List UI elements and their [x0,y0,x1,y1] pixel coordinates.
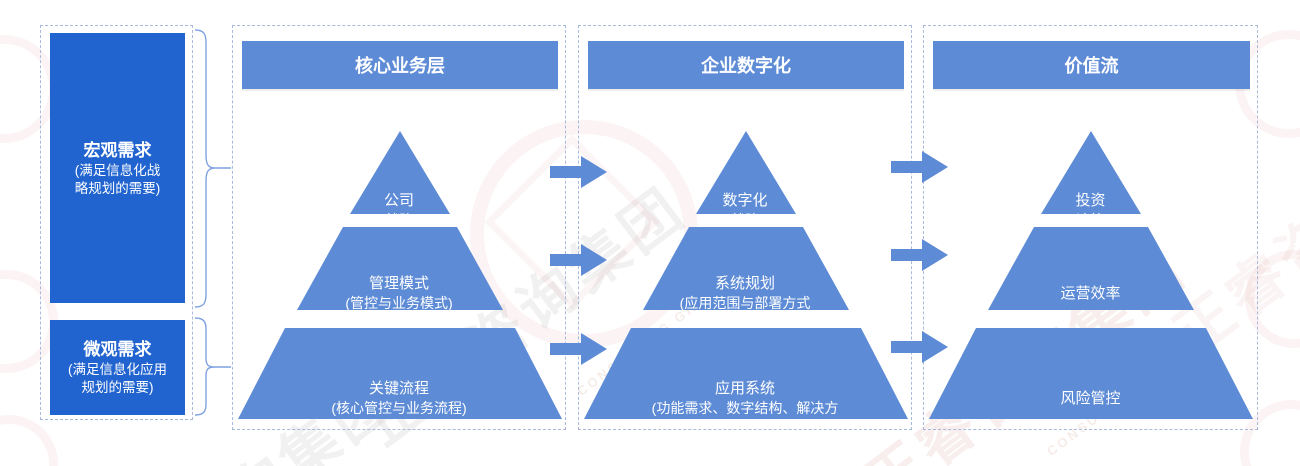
micro-requirement-title: 微观需求 [83,340,152,359]
macro-requirement-title: 宏观需求 [83,140,152,160]
macro-requirement-subtitle-line1: (满足信息化战 [74,162,161,178]
panel-header-enterprise-digitalization: 企业数字化 [588,41,904,89]
arrow-right-icon [891,331,948,363]
pyramid-top-shape [350,131,450,214]
macro-brace [194,29,231,308]
micro-requirement-subtitle-line1: (满足信息化应用 [68,362,167,377]
macro-requirement-subtitle-line2: 略规划的需要) [74,180,161,196]
pyramid-bottom-shape [929,328,1253,419]
micro-requirement-subtitle-line2: 规划的需要) [81,380,154,395]
pyramid-middle-shape [643,227,849,310]
panel-header-label: 价值流 [1064,56,1119,76]
pyramid-top-shape [696,131,796,214]
pyramid-core-business [238,131,562,419]
panel-value-stream: 价值流 投资 决策 运营效率 风险管控 [923,25,1258,430]
pyramid-bottom-shape [238,328,562,419]
curly-braces [194,29,231,416]
macro-requirement-box: 宏观需求 (满足信息化战 略规划的需要) [50,33,185,303]
watermark-stamp [0,415,58,466]
pyramid-middle-shape [297,227,503,310]
micro-requirement-box: 微观需求 (满足信息化应用 规划的需要) [50,320,185,415]
pyramid-top-shape [1041,131,1141,214]
requirements-frame [40,25,193,420]
pyramid-value-stream [929,131,1253,419]
pyramid-middle-shape [988,227,1194,310]
arrow-right-icon [550,156,607,188]
arrow-right-icon [891,239,948,271]
panel-header-label: 企业数字化 [701,56,791,76]
pyramid-bottom-shape [584,328,908,419]
panel-core-business: 核心业务层 公司 战略 管理模式 (管控与业务模式) 关键流程 (核心管控与业务… [232,25,566,430]
pyramid-enterprise-digitalization [584,131,908,419]
panel-header-label: 核心业务层 [355,56,445,76]
micro-brace [194,317,231,416]
arrow-right-icon [550,244,607,276]
arrow-right-icon [891,151,948,183]
panel-header-core-business: 核心业务层 [242,41,558,89]
panel-header-value-stream: 价值流 [933,41,1250,89]
panel-enterprise-digitalization: 企业数字化 数字化 战略 系统规划 (应用范围与部署方式 应用系统 (功能需求、… [578,25,912,430]
arrow-right-icon [550,333,607,365]
